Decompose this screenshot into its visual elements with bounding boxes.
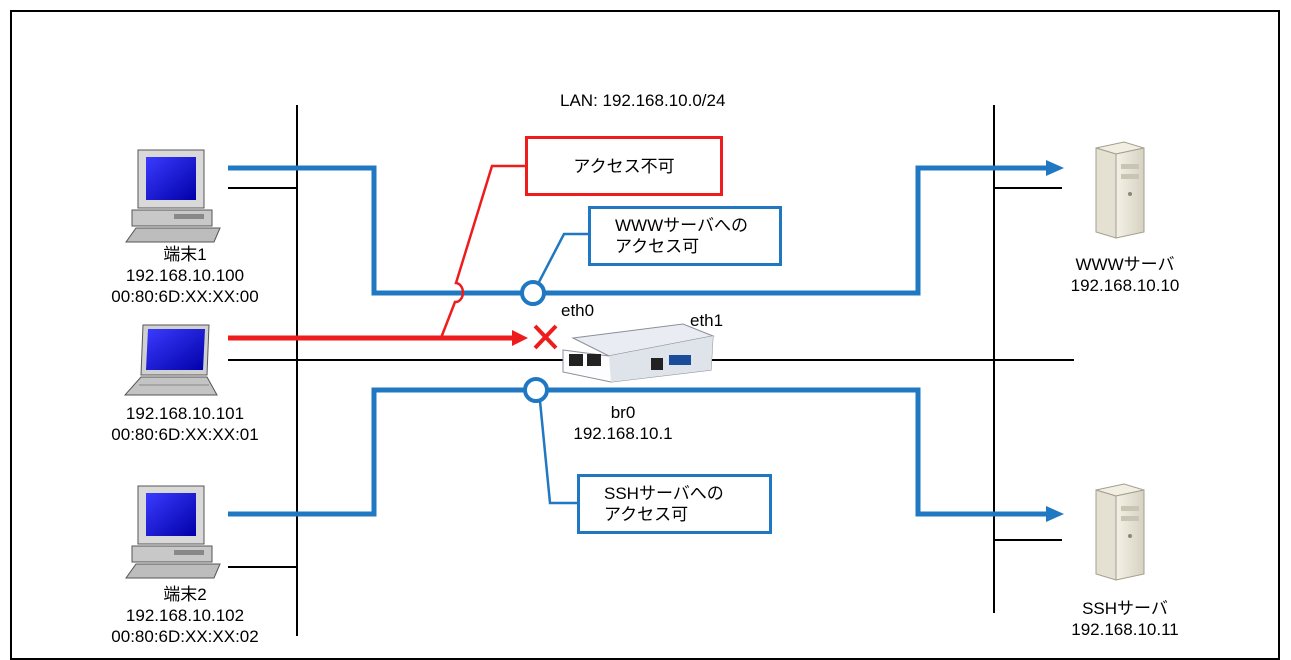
terminal2-name: 端末2	[163, 585, 207, 604]
denied-path	[228, 164, 558, 350]
www-server-label: WWWサーバ 192.168.10.10	[1040, 254, 1210, 296]
www-callout-line1: WWWサーバへの	[615, 216, 748, 235]
laptop-ip: 192.168.10.101	[125, 404, 245, 423]
router-ip-label: 192.168.10.1	[573, 424, 673, 443]
laptop-device-icon	[123, 324, 218, 396]
blocked-cross-icon	[533, 324, 558, 350]
www-access-path	[228, 165, 1048, 296]
denied-callout-leader	[439, 164, 528, 339]
router-eth1-label: eth1	[690, 311, 724, 330]
terminal2-desktop-icon	[125, 485, 221, 579]
ssh-access-path	[228, 387, 1048, 517]
ssh-callout-leader	[538, 400, 580, 505]
terminal1-mac: 00:80:6D:XX:XX:00	[111, 287, 259, 306]
router-address-label: br0 192.168.10.1	[560, 402, 686, 444]
lan-lines	[228, 105, 1074, 636]
ssh-callout: SSHサーバへの アクセス可	[577, 474, 772, 534]
www-server-ip: 192.168.10.10	[1070, 276, 1180, 295]
www-callout-line2: アクセス可	[615, 237, 700, 256]
router-bridge-label: br0	[610, 403, 636, 422]
terminal1-ip: 192.168.10.100	[125, 266, 245, 285]
terminal2-ip: 192.168.10.102	[125, 606, 245, 625]
ssh-arrowhead	[1046, 506, 1064, 522]
allowed-paths	[228, 160, 1064, 522]
denied-arrowhead	[512, 330, 528, 346]
terminal1-desktop-icon	[125, 149, 221, 243]
laptop-mac: 00:80:6D:XX:XX:01	[111, 425, 259, 444]
terminal1-name: 端末1	[163, 245, 207, 264]
lan-label: LAN: 192.168.10.0/24	[560, 91, 726, 110]
terminal2-label: 端末2 192.168.10.102 00:80:6D:XX:XX:02	[70, 584, 300, 647]
ssh-server-name: SSHサーバ	[1082, 599, 1168, 618]
terminal2-mac: 00:80:6D:XX:XX:02	[111, 627, 259, 646]
denied-callout: アクセス不可	[525, 136, 723, 196]
ssh-filter-point	[523, 377, 549, 403]
www-callout-leader	[537, 232, 592, 283]
ssh-server-label: SSHサーバ 192.168.10.11	[1040, 598, 1210, 640]
www-callout: WWWサーバへの アクセス可	[588, 206, 782, 266]
laptop-label: 192.168.10.101 00:80:6D:XX:XX:01	[70, 403, 300, 445]
router-eth0-label: eth0	[561, 301, 595, 320]
www-filter-point	[520, 280, 546, 306]
www-server-name: WWWサーバ	[1075, 255, 1175, 274]
router-device-icon	[562, 323, 715, 383]
denied-callout-text: アクセス不可	[573, 156, 675, 176]
ssh-callout-line1: SSHサーバへの	[604, 484, 724, 503]
www-server-tower-icon	[1095, 141, 1145, 239]
www-arrowhead	[1046, 160, 1064, 176]
ssh-callout-line2: アクセス可	[604, 505, 689, 524]
ssh-server-tower-icon	[1095, 483, 1145, 581]
ssh-server-ip: 192.168.10.11	[1071, 620, 1179, 639]
terminal1-label: 端末1 192.168.10.100 00:80:6D:XX:XX:00	[70, 244, 300, 307]
